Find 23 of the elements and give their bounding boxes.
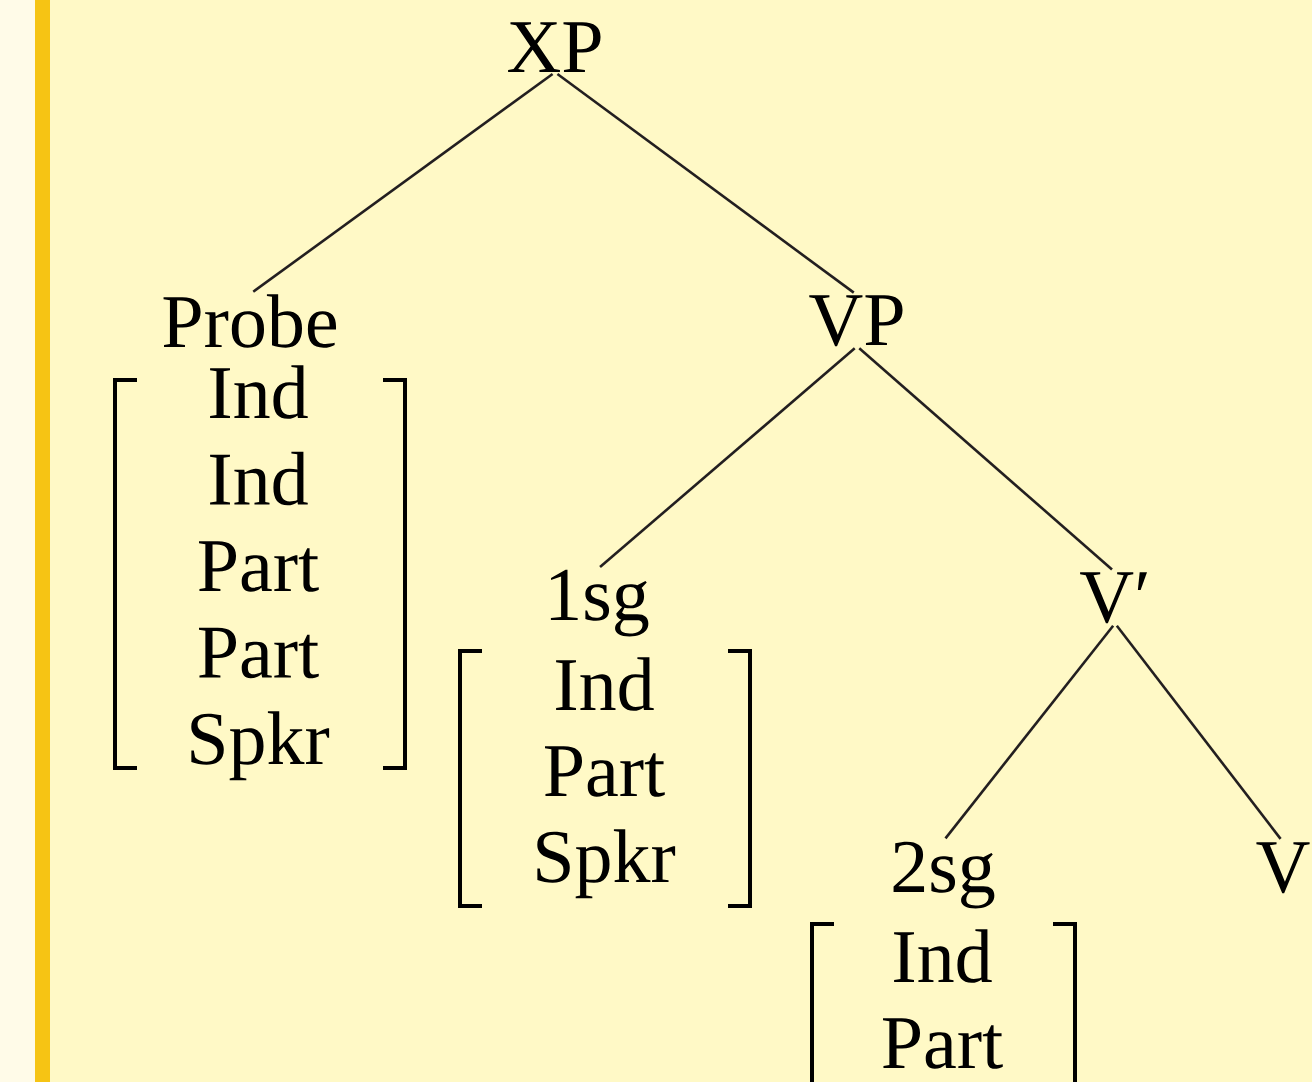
node-label: XP xyxy=(508,22,601,72)
node-label: 1sg xyxy=(550,569,649,637)
feature-label: Ind xyxy=(894,929,992,983)
tree-branch xyxy=(556,72,855,294)
node-label: V xyxy=(1256,842,1310,894)
tree-branch xyxy=(252,72,554,293)
feature-label: Part xyxy=(545,746,665,797)
tree-branch xyxy=(858,347,1113,571)
feature-label: Ind xyxy=(210,451,308,506)
tree-branch xyxy=(1115,624,1282,840)
feature-label: Spkr xyxy=(537,829,676,899)
feature-label: Ind xyxy=(210,365,308,419)
feature-label: Ind xyxy=(556,657,654,711)
tree-branch xyxy=(944,624,1115,840)
feature-label: Part xyxy=(199,541,319,592)
feature-label: Spkr xyxy=(191,711,330,781)
tree-branch xyxy=(599,347,856,568)
feature-label: Part xyxy=(883,1018,1003,1069)
node-label: V′ xyxy=(1080,572,1147,624)
feature-label: Part xyxy=(199,627,319,679)
node-label: 2sg xyxy=(893,841,995,909)
node-label: VP xyxy=(809,295,903,347)
node-label: Probe xyxy=(163,294,336,348)
